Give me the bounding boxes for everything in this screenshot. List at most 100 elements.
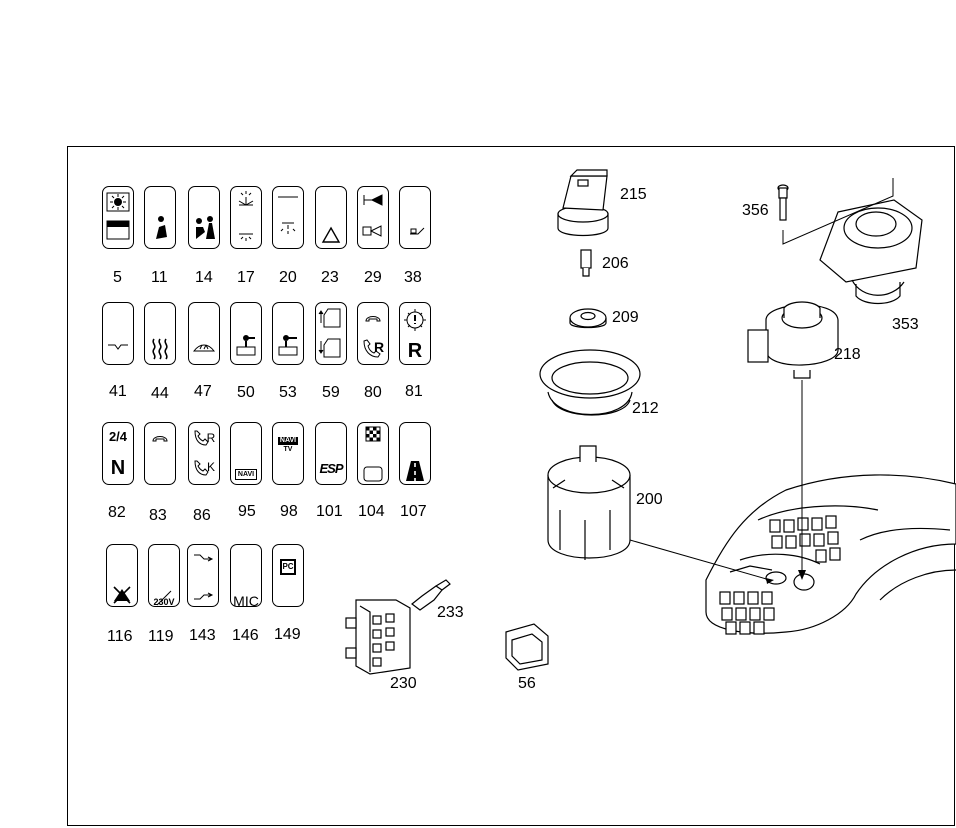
part-230-connector [345,599,411,675]
slash-icon [156,590,172,606]
switch-146: MIC [230,544,262,609]
switch-47 [188,302,220,365]
part-218-switch [747,301,839,379]
switch-104 [357,422,389,485]
interior-light-icon [278,196,298,234]
switch-82: 2/4 N [102,422,134,485]
label-119: 119 [148,628,174,645]
label-80: 80 [364,384,382,401]
label-98: 98 [280,503,298,520]
leader-356-353 [782,178,894,245]
heating-icon [152,338,168,360]
switch-23 [315,186,347,249]
label-17: 17 [237,269,255,286]
phone-hangup-icon [152,436,168,442]
no-warning-icon [113,586,131,604]
part-206-pin [580,249,592,277]
label-86: 86 [193,507,211,524]
part-356-screw [777,184,789,221]
label-104: 104 [358,503,385,520]
label-23: 23 [321,269,339,286]
switch-107 [399,422,431,485]
label-53: 53 [279,384,297,401]
label-20: 20 [279,269,297,286]
mic-text: MIC [233,593,259,609]
leader-200 [629,539,771,581]
phone-k-text: K [206,460,215,474]
part-200-switch-body [547,445,631,560]
part-215-knob [557,169,609,237]
switch-149: PC [272,544,304,607]
switch-41 [102,302,134,365]
hazard-warning-icon [321,226,341,243]
label-47: 47 [194,383,212,400]
blank-cap-icon [410,227,425,235]
switch-20 [272,186,304,249]
kneeling-icon [194,554,214,600]
window-lift-icon [318,308,341,358]
switch-95: NAVI [230,422,262,485]
switch-101: ESP [315,422,347,485]
switch-5 [102,186,134,249]
navi-tv-text-2: TV [283,446,293,453]
voltage-text: 230V [153,597,175,607]
label-200: 200 [636,491,663,508]
arrow-218 [798,570,806,580]
dashboard-outline [705,474,956,635]
arrow-200 [766,578,774,584]
phone-rk-icon [194,430,209,476]
label-206: 206 [602,255,629,272]
gear-top-text: 2/4 [108,429,128,444]
label-82: 82 [108,504,126,521]
switch-86: R K [188,422,220,485]
door-key-icon [236,335,256,356]
switch-81: R [399,302,431,365]
phone-r-text-2: R [206,431,216,445]
switch-80: R [357,302,389,365]
gear-bottom-text: N [110,457,126,479]
switch-14 [188,186,220,249]
reading-light-icon [238,191,254,241]
label-56: 56 [518,675,536,692]
retarder-icon [404,309,426,331]
pc-text: PC [280,559,296,575]
label-230: 230 [390,675,417,692]
work-light-icon [106,192,130,240]
switch-50 [230,302,262,365]
windshield-heat-icon [192,344,216,352]
label-29: 29 [364,269,382,286]
service-call-icon [196,216,215,239]
door-key-2-icon [278,335,298,356]
phone-r-text: R [373,339,385,355]
switch-143 [187,544,219,607]
checkered-flag-icon [363,426,383,482]
switch-17 [230,186,262,249]
label-356: 356 [742,202,769,219]
switch-59 [315,302,347,365]
lane-icon [406,461,424,481]
label-107: 107 [400,503,427,520]
label-44: 44 [151,385,169,402]
part-209-ring [569,308,607,329]
label-116: 116 [107,628,133,645]
label-14: 14 [195,269,213,286]
label-149: 149 [274,626,301,643]
part-212-bezel [539,349,641,416]
label-83: 83 [149,507,167,524]
switch-11 [144,186,176,249]
label-233: 233 [437,604,464,621]
label-50: 50 [237,384,255,401]
label-38: 38 [404,269,422,286]
label-146: 146 [232,627,259,644]
label-209: 209 [612,309,639,326]
label-218: 218 [834,346,861,363]
switch-116 [106,544,138,607]
label-215: 215 [620,186,647,203]
navi-tv-text-1: NAVI [278,437,298,445]
label-143: 143 [189,627,216,644]
label-59: 59 [322,384,340,401]
blank-switch-icon [108,344,128,350]
label-101: 101 [316,503,343,520]
switch-29 [357,186,389,249]
